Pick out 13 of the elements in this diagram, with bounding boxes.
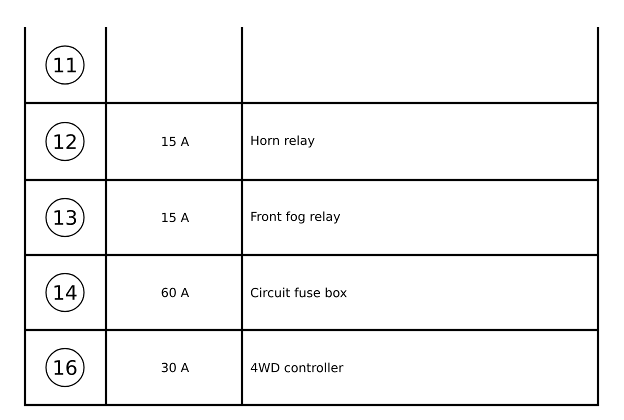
circuit-name: Horn relay bbox=[251, 135, 315, 148]
callout-number: 12 bbox=[45, 122, 85, 162]
amperage-value: 60 A bbox=[162, 288, 190, 298]
circuit-name: Circuit fuse box bbox=[250, 288, 347, 298]
amperage-value: 30 A bbox=[162, 362, 190, 372]
circuit-name: Front fog relay bbox=[251, 211, 340, 224]
callout-number: 16 bbox=[45, 348, 85, 388]
circuit-name: 4WD controller bbox=[250, 362, 344, 372]
callout-number: 13 bbox=[45, 198, 85, 238]
amperage-value: 15 A bbox=[162, 136, 190, 146]
callout-number: 11 bbox=[45, 45, 85, 85]
callout-number: 14 bbox=[45, 272, 85, 312]
amperage-value: 15 A bbox=[162, 212, 190, 222]
